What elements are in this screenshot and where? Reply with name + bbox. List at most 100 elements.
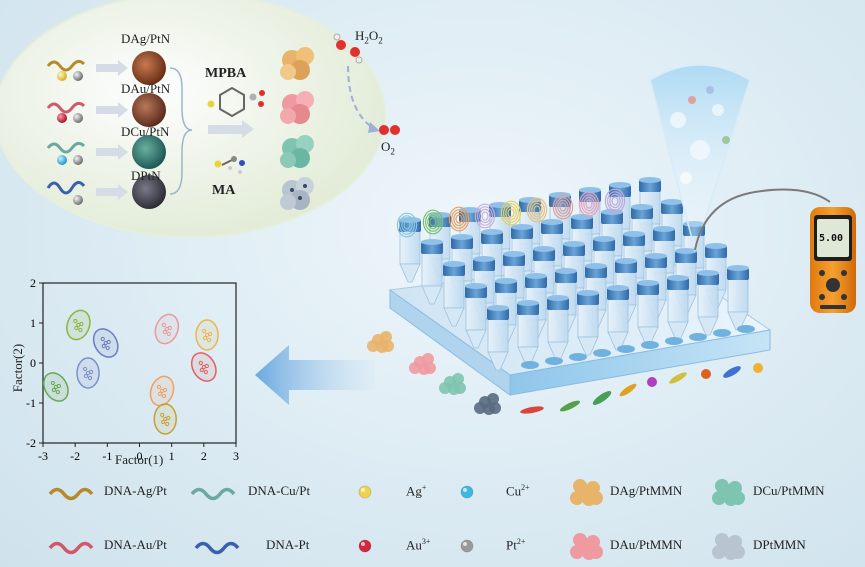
- arrow-cu: [96, 148, 118, 156]
- pt-ion-sphere-4: [73, 195, 83, 205]
- data-point: [55, 389, 60, 395]
- sample-tube: [607, 285, 629, 351]
- row-cu: [46, 135, 166, 169]
- data-point: [83, 373, 89, 379]
- sample-tube: [487, 305, 509, 371]
- catalysis-arrow: [347, 65, 374, 129]
- data-point: [198, 360, 203, 366]
- microbe-icon: [701, 369, 711, 379]
- fingerprint-icon: [422, 209, 444, 235]
- microbe-icon: [753, 363, 763, 373]
- data-point: [101, 343, 106, 349]
- plot-ylabel: Factor(2): [10, 343, 26, 393]
- tray-well: [593, 349, 611, 357]
- microbe-icon: [592, 391, 612, 405]
- dcu-ptmmn-cluster: [280, 135, 314, 168]
- tray-well: [737, 325, 755, 333]
- fingerprint-icon: [448, 206, 470, 232]
- legend-dcu-ptmmn: DCu/PtMMN: [753, 483, 825, 498]
- pt-ion-sphere: [73, 71, 83, 81]
- mmn-cluster-icon: [367, 331, 394, 353]
- dna-ag-pt-strand: [46, 59, 86, 72]
- sample-tube: [667, 275, 689, 341]
- data-point: [105, 345, 110, 351]
- cu-ion-sphere: [57, 155, 67, 165]
- data-point: [82, 366, 88, 372]
- data-point: [162, 329, 167, 335]
- sample-tube: [421, 239, 443, 305]
- pressure-meter-device: [810, 207, 856, 313]
- data-point: [199, 367, 204, 373]
- dptn-particle: [132, 175, 166, 209]
- dna-ag-pt-icon: [48, 487, 94, 501]
- dna-pt-icon: [194, 541, 240, 555]
- mmn-cluster-icon: [439, 373, 466, 395]
- tray-well: [713, 329, 731, 337]
- label-dptn: DPtN: [131, 168, 161, 183]
- zoom-cone: [649, 64, 751, 253]
- x-tick-label: -3: [38, 449, 48, 463]
- dptmmn-icon: [712, 533, 745, 560]
- data-point: [73, 318, 78, 324]
- dau-ptmmn-cluster: [280, 91, 314, 124]
- legend-dna-pt: DNA-Pt: [266, 537, 310, 552]
- data-point: [100, 336, 105, 342]
- cluster-ellipse: [190, 352, 217, 382]
- result-arrow: [255, 345, 375, 405]
- label-mpba: MPBA: [205, 66, 247, 81]
- data-point: [161, 419, 166, 425]
- h2o2-molecule-icon: [333, 33, 363, 64]
- fingerprint-icon: [474, 203, 496, 229]
- label-dau-ptn: DAu/PtN: [121, 81, 171, 96]
- data-point: [161, 322, 166, 328]
- meter-readout: 5.00: [819, 233, 844, 244]
- data-point: [204, 332, 210, 338]
- x-tick-label: 0: [137, 449, 143, 463]
- data-point: [203, 369, 208, 375]
- cluster-ellipse: [76, 357, 100, 389]
- data-point: [201, 364, 206, 370]
- cluster-ellipse: [92, 328, 119, 358]
- label-o2: O2: [381, 139, 395, 157]
- au-ion-icon: [358, 539, 372, 553]
- data-point: [201, 328, 207, 334]
- legend-dna-ag-pt: DNA-Ag/Pt: [104, 483, 167, 498]
- legend-au: Au3+: [406, 537, 431, 553]
- arrow-ag: [96, 64, 118, 72]
- data-point: [76, 322, 81, 328]
- dau-ptmmn-icon: [570, 533, 603, 560]
- synthesis-bubble: [0, 0, 400, 238]
- tray-well: [689, 333, 707, 341]
- cluster-ellipse: [42, 372, 69, 402]
- legend-dptmmn: DPtMMN: [753, 537, 806, 552]
- cluster-ellipse: [195, 319, 219, 351]
- sample-tube: [637, 280, 659, 346]
- data-point: [202, 335, 208, 341]
- mmn-cluster-icon: [474, 393, 501, 415]
- legend-dau-ptmmn: DAu/PtMMN: [610, 537, 683, 552]
- sample-tube: [697, 270, 719, 336]
- data-point: [164, 326, 169, 332]
- data-point: [53, 384, 58, 390]
- row-ag: [46, 51, 166, 85]
- microbe-icon: [669, 372, 687, 384]
- ag-ion-sphere: [57, 71, 67, 81]
- dna-pt-strand: [46, 181, 86, 195]
- tray-side: [389, 289, 511, 396]
- sample-tube: [517, 300, 539, 366]
- fingerprint-row: [396, 188, 626, 238]
- dcu-ptn-particle: [132, 135, 166, 169]
- data-point: [51, 387, 56, 393]
- tray-well: [521, 361, 539, 369]
- legend-dag-ptmmn: DAg/PtMMN: [610, 483, 683, 498]
- data-point: [206, 337, 212, 343]
- legend-ag: Ag+: [406, 483, 427, 499]
- microbe-icon: [520, 406, 544, 414]
- fingerprint-icon: [396, 212, 418, 238]
- cu-ion-icon: [460, 485, 474, 499]
- dcu-ptmmn-icon: [712, 479, 745, 506]
- arrow-pt: [96, 188, 118, 196]
- fingerprint-icon: [552, 194, 574, 220]
- fingerprint-icon: [500, 200, 522, 226]
- legend-icons: [48, 479, 745, 560]
